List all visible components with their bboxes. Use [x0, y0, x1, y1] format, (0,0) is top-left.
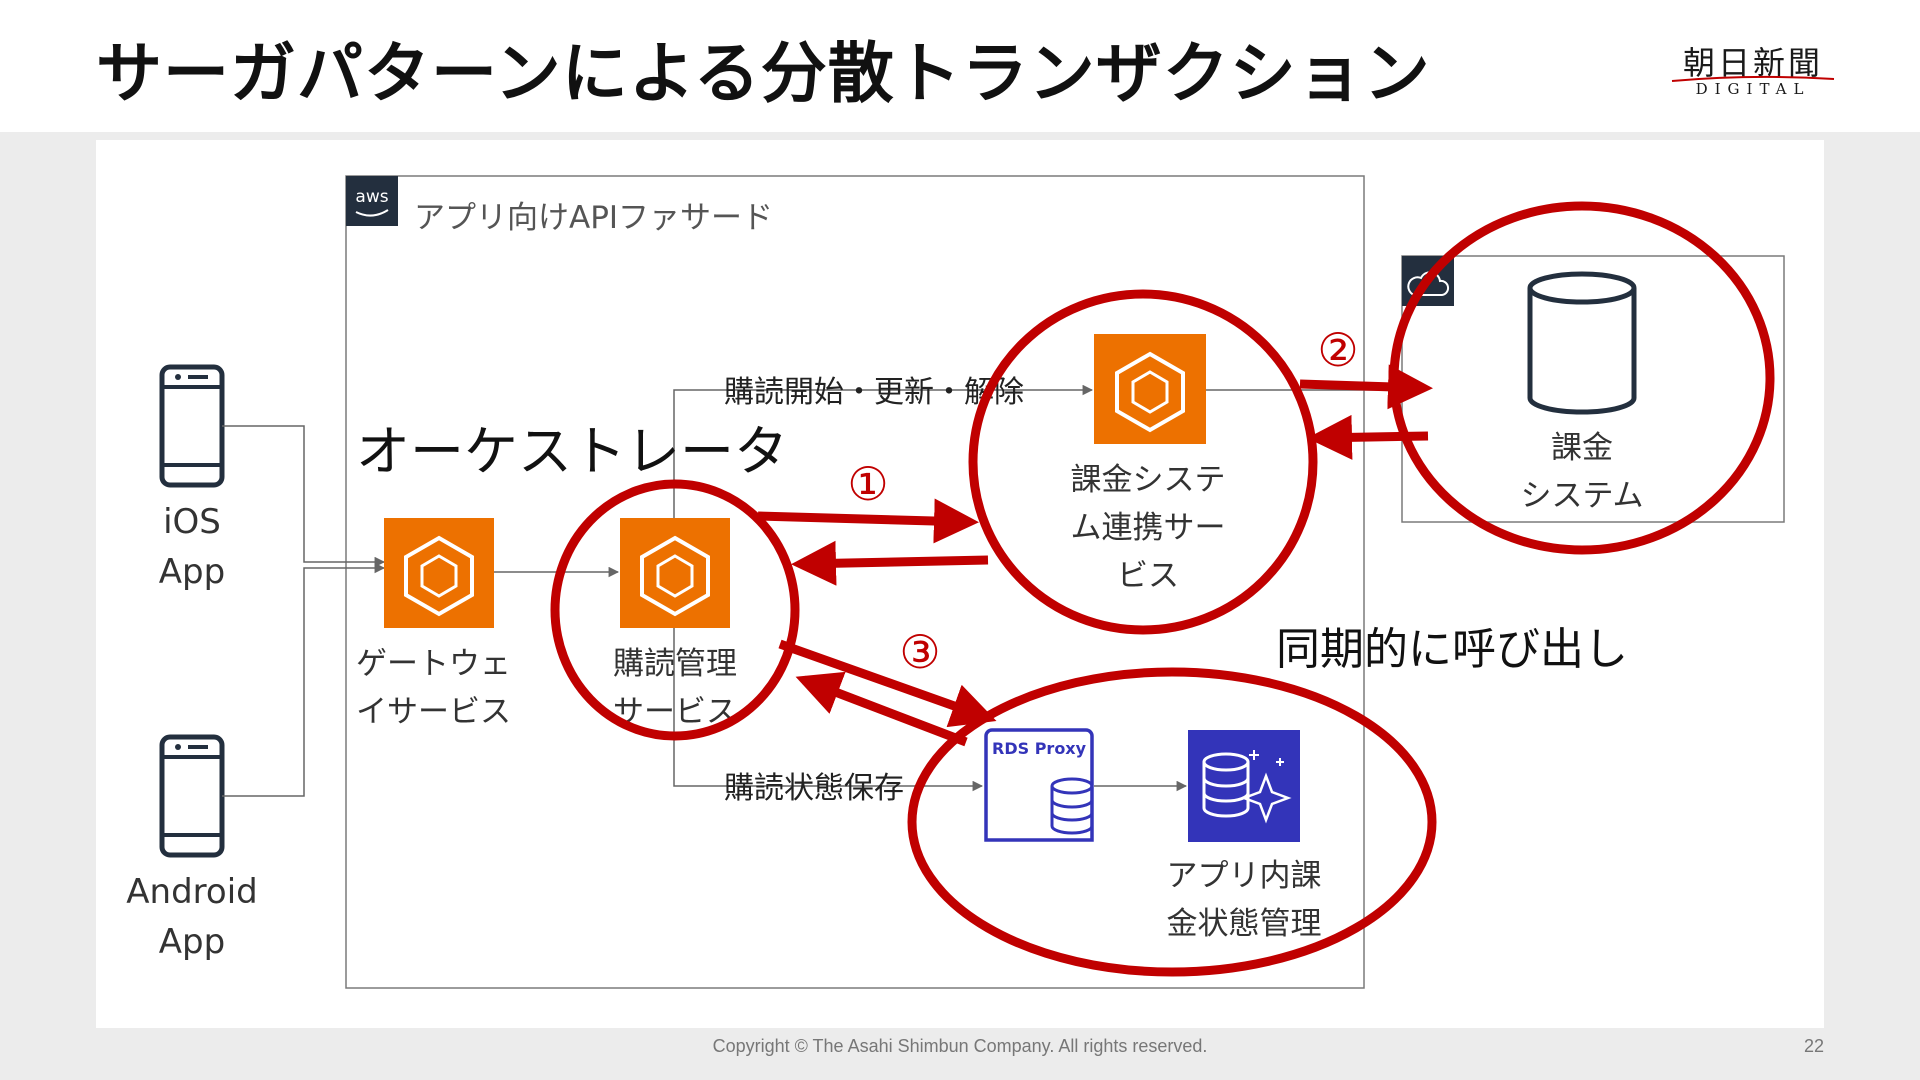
billing-integration-service-icon [1094, 334, 1206, 444]
billing-system-label-line1: 課金 [1551, 430, 1613, 466]
red-arrow-step3-return [795, 671, 968, 747]
billing-system-label-line2: システム [1520, 478, 1643, 514]
highlight-circle-in-app-billing [907, 667, 1437, 977]
connector-ios-to-gateway [222, 425, 386, 568]
page-number: 22 [1803, 1036, 1824, 1056]
billing-integration-service-label-line2: ム連携サー [1071, 510, 1226, 546]
android-app-label-line1: Android [126, 872, 257, 912]
gateway-service-icon [384, 518, 494, 628]
subscription-service-icon [620, 518, 730, 628]
red-arrow-step2-forward [1299, 364, 1433, 410]
red-arrow-step1-forward [757, 498, 979, 544]
android-phone-icon [159, 734, 225, 858]
ios-app-label-line1: iOS [163, 502, 221, 542]
connector-subscription-to-rds-proxy [673, 628, 984, 792]
facade-group-label: アプリ向けAPIファサード [414, 200, 773, 236]
in-app-billing-label-line1: アプリ内課 [1167, 858, 1322, 894]
billing-integration-service-label-line1: 課金システ [1071, 462, 1226, 498]
ios-app-label-line2: App [159, 552, 225, 592]
billing-integration-service-label-line3: ビス [1117, 558, 1179, 594]
step-marker-3: ③ [899, 625, 940, 679]
aws-logo-icon: aws [346, 176, 398, 226]
red-arrow-step1-return [791, 540, 989, 586]
android-app-label-line2: App [159, 922, 225, 962]
rds-proxy-label: RDS Proxy [992, 739, 1087, 758]
logo-swoosh-icon [1671, 75, 1835, 82]
aws-logo-text: aws [355, 187, 388, 207]
step-marker-2: ② [1317, 323, 1358, 377]
red-arrow-step3-forward [778, 639, 997, 728]
connector-android-to-gateway [222, 562, 386, 797]
in-app-billing-label-line2: 金状態管理 [1167, 906, 1322, 942]
aws-group-frame [345, 175, 1365, 989]
highlight-circle-orchestrator [550, 479, 800, 741]
highlight-circle-billing-integration [968, 289, 1318, 635]
subscription-service-label-line1: 購読管理 [613, 646, 737, 682]
in-app-billing-database-icon [1188, 730, 1300, 842]
gateway-service-label-line1: ゲートウェ [356, 646, 511, 682]
ios-phone-icon [159, 364, 225, 488]
step-marker-1: ① [847, 457, 888, 511]
gateway-service-label-line2: イサービス [356, 694, 511, 730]
logo-main-text: 朝日新聞 [1682, 44, 1823, 82]
rds-proxy-icon: RDS Proxy [984, 728, 1094, 842]
flow-label-save-state: 購読状態保存 [724, 771, 904, 806]
orchestrator-label: オーケストレータ [356, 420, 788, 483]
red-arrow-step2-return [1307, 414, 1429, 460]
billing-system-database-icon [1527, 271, 1637, 415]
sync-call-label: 同期的に呼び出し [1276, 624, 1628, 675]
asahi-digital-logo: 朝日新聞 DIGITAL [1668, 38, 1838, 108]
slide-title: サーガパターンによる分散トランザクション [96, 35, 1431, 112]
logo-sub-text: DIGITAL [1695, 80, 1811, 98]
copyright-footer: Copyright © The Asahi Shimbun Company. A… [712, 1036, 1208, 1056]
flow-label-subscription-ops: 購読開始・更新・解除 [724, 375, 1024, 410]
